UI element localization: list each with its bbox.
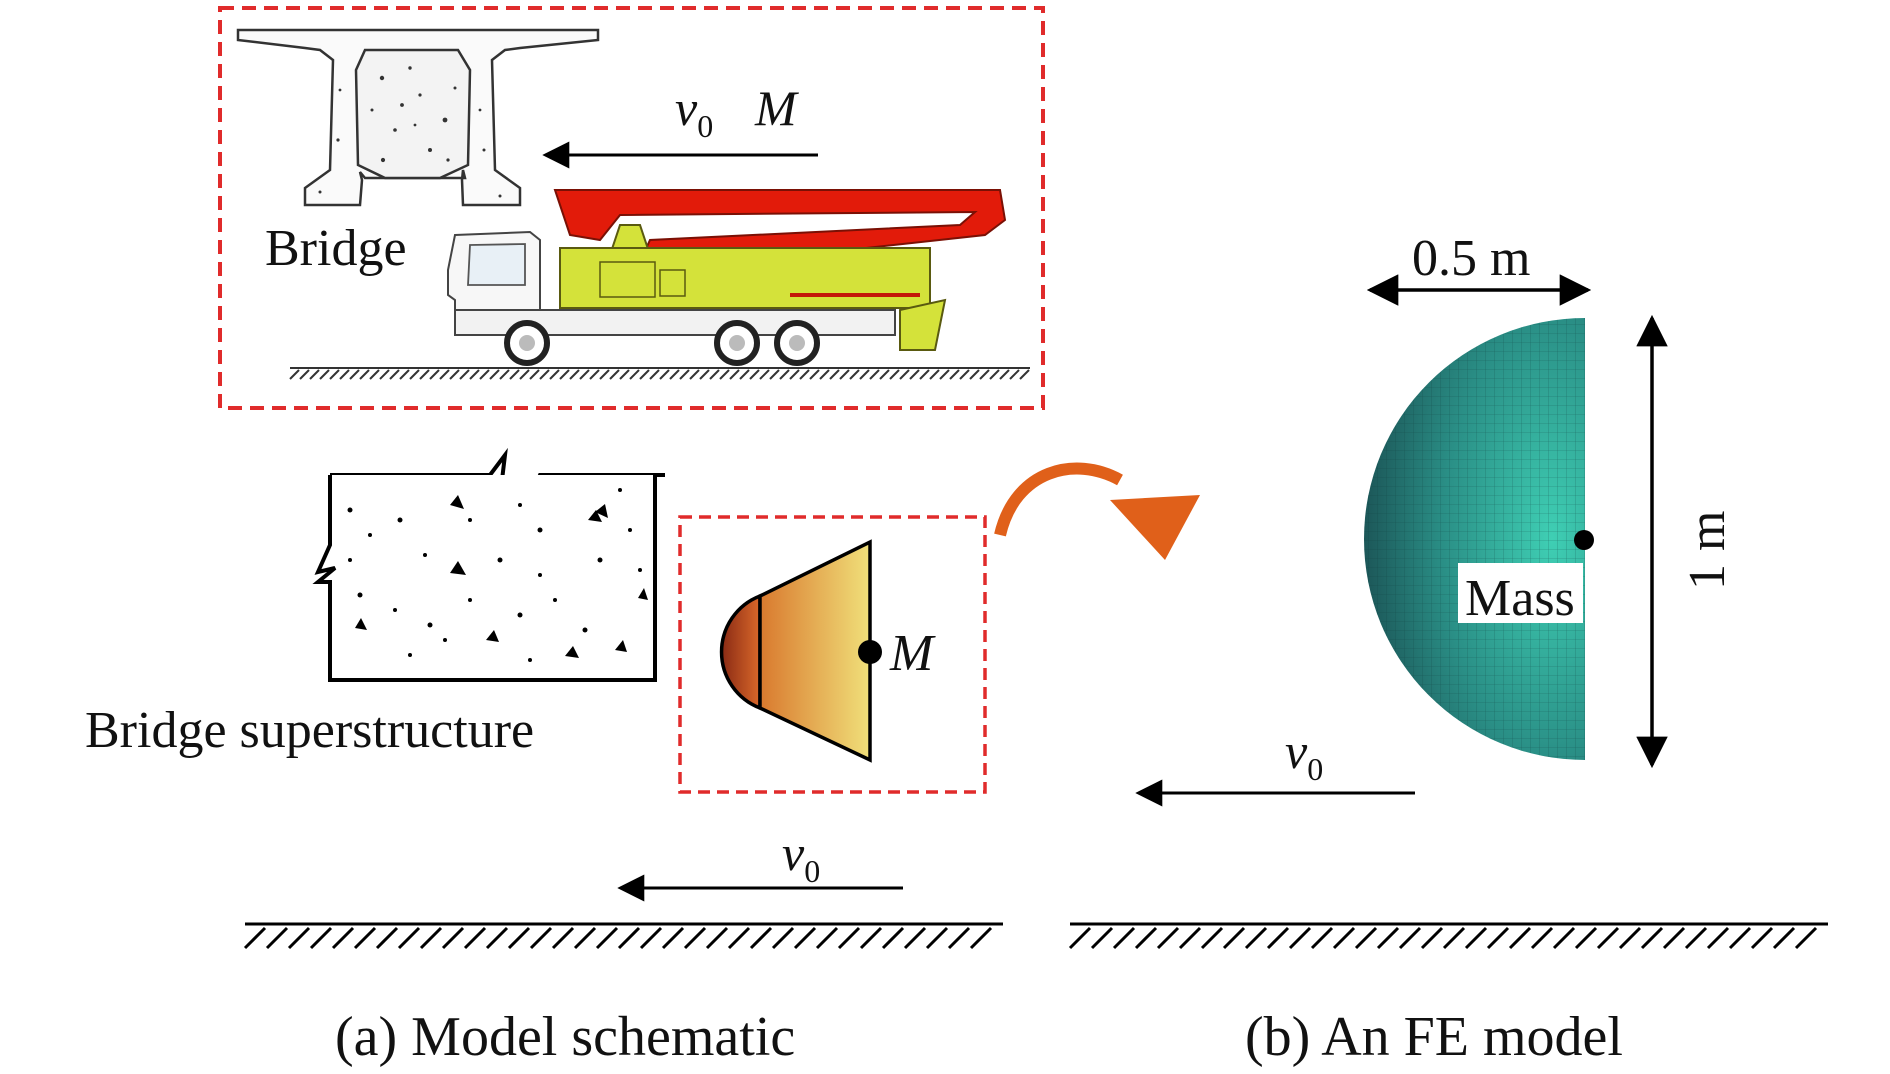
ground-a <box>243 922 1003 950</box>
concrete-pump-truck <box>447 189 1007 366</box>
truck-body <box>559 247 931 309</box>
fe-mass-point <box>1574 530 1594 550</box>
inset-dashed-frame <box>218 6 1045 410</box>
simplified-impactor <box>719 539 872 763</box>
fe-velocity-label: v0 <box>1285 723 1323 787</box>
bridge-label: Bridge <box>265 220 407 277</box>
caption-b: (b) An FE model <box>1245 1006 1623 1068</box>
inset-ground <box>289 367 1030 380</box>
caption-a: (a) Model schematic <box>335 1006 795 1068</box>
inset-mass-label: M <box>754 80 799 136</box>
main-velocity-label: v0 <box>782 825 820 889</box>
mass-label-background <box>1458 563 1583 623</box>
transition-arrow <box>994 462 1200 560</box>
fe-mass-label: Mass <box>1465 570 1575 627</box>
impactor-dashed-frame <box>678 515 987 794</box>
ground-b <box>1068 922 1828 950</box>
inset-velocity-label: v0 <box>675 80 713 144</box>
bridge-section-inset <box>236 28 600 207</box>
fe-hemisphere-model <box>1364 318 1585 760</box>
bridge-superstructure-label: Bridge superstructure <box>85 702 534 759</box>
bridge-superstructure-block <box>312 447 665 682</box>
width-dimension-label: 0.5 m <box>1412 230 1530 287</box>
height-dimension-label: 1 m <box>1679 511 1736 590</box>
impactor-mass-point <box>858 640 882 664</box>
impactor-mass-label: M <box>889 625 936 682</box>
